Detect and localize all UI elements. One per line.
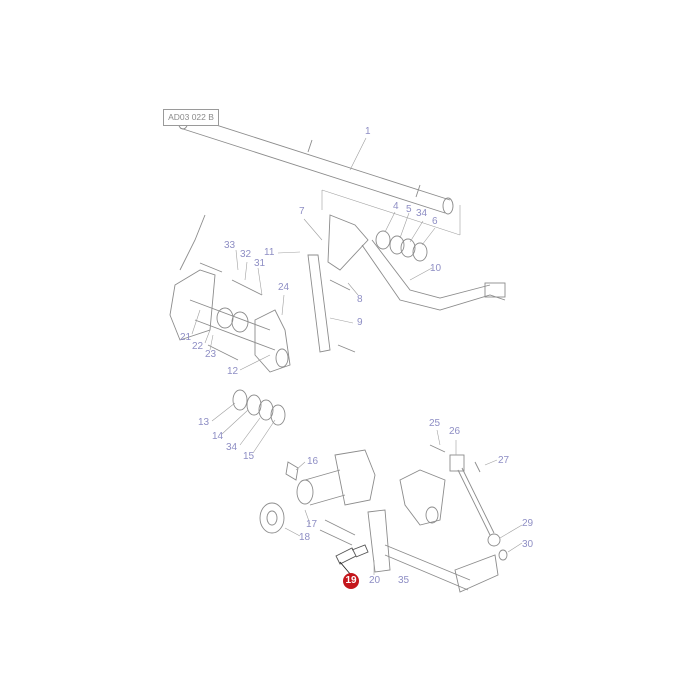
callout-18[interactable]: 18: [299, 532, 311, 543]
callout-15[interactable]: 15: [243, 451, 255, 462]
callout-12[interactable]: 12: [227, 366, 239, 377]
pedal-lever-part: [327, 214, 506, 311]
callout-32[interactable]: 32: [240, 249, 252, 260]
callout-11[interactable]: 11: [264, 247, 275, 258]
callout-13[interactable]: 13: [198, 417, 210, 428]
callout-5[interactable]: 5: [406, 204, 412, 215]
housing-part: [169, 214, 291, 373]
callout-35[interactable]: 35: [398, 575, 410, 586]
callout-6[interactable]: 6: [432, 216, 438, 227]
callout-27[interactable]: 27: [498, 455, 510, 466]
callout-7[interactable]: 7: [299, 206, 305, 217]
callout-25[interactable]: 25: [429, 418, 441, 429]
callout-31[interactable]: 31: [254, 258, 266, 269]
callout-19-highlighted[interactable]: 19: [343, 573, 359, 589]
callout-34-upper[interactable]: 34: [416, 208, 428, 219]
reference-code-label: AD03 022 B: [163, 109, 219, 126]
callout-30[interactable]: 30: [522, 539, 534, 550]
callout-16[interactable]: 16: [307, 456, 319, 467]
callout-4[interactable]: 4: [393, 201, 399, 212]
link-part: [307, 254, 331, 353]
callout-10[interactable]: 10: [430, 263, 442, 274]
callout-33[interactable]: 33: [224, 240, 236, 251]
callout-14[interactable]: 14: [212, 431, 224, 442]
callout-22[interactable]: 22: [192, 341, 204, 352]
callout-29[interactable]: 29: [522, 518, 534, 529]
release-assembly-part: [259, 449, 499, 593]
bushing-set-part: [232, 389, 286, 426]
adjuster-rod-part: [429, 444, 508, 561]
bolt-19-part: [335, 544, 369, 565]
shaft-part: [177, 112, 454, 215]
callout-17[interactable]: 17: [306, 519, 318, 530]
callout-34-lower[interactable]: 34: [226, 442, 238, 453]
callout-21[interactable]: 21: [180, 332, 192, 343]
callout-24[interactable]: 24: [278, 282, 290, 293]
callout-9[interactable]: 9: [357, 317, 363, 328]
callout-20[interactable]: 20: [369, 575, 381, 586]
callout-1[interactable]: 1: [365, 126, 371, 137]
leader-lines: [191, 137, 523, 576]
callout-8[interactable]: 8: [357, 294, 363, 305]
callout-23[interactable]: 23: [205, 349, 217, 360]
callout-26[interactable]: 26: [449, 426, 461, 437]
